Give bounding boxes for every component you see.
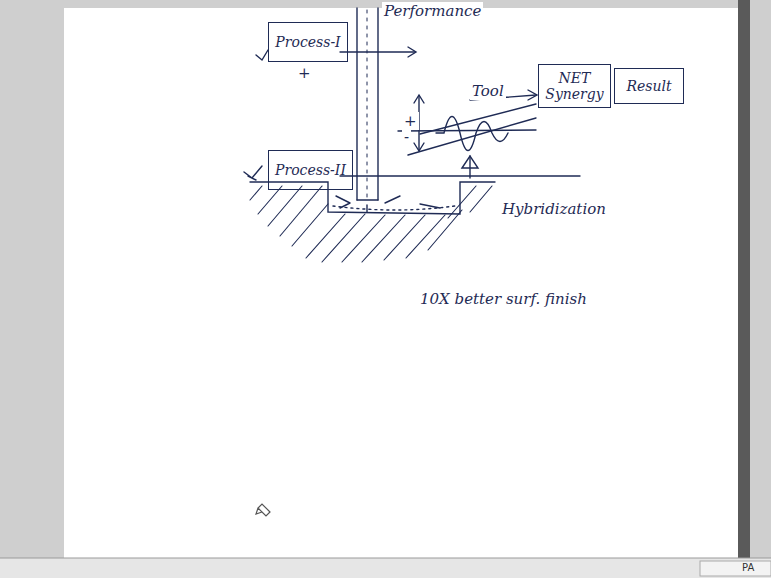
- process-box: Process-II: [268, 150, 353, 190]
- annotation: Tool: [470, 82, 506, 100]
- process-box: Process-I: [268, 22, 348, 62]
- annotation: -: [402, 128, 411, 146]
- annotation: Hybridization: [500, 200, 608, 218]
- annotation: Performance: [382, 2, 483, 20]
- annotation: 10X better surf. finish: [420, 290, 587, 308]
- box-text: Process-II: [275, 162, 346, 178]
- process-box: NETSynergy: [538, 64, 611, 108]
- annotation: +: [298, 64, 311, 82]
- status-text: PA: [742, 562, 754, 573]
- process-box: Result: [614, 68, 684, 104]
- box-text: NET: [559, 70, 591, 86]
- box-text: Result: [626, 78, 671, 94]
- box-text: Process-I: [275, 34, 340, 50]
- box-text: Synergy: [545, 86, 603, 102]
